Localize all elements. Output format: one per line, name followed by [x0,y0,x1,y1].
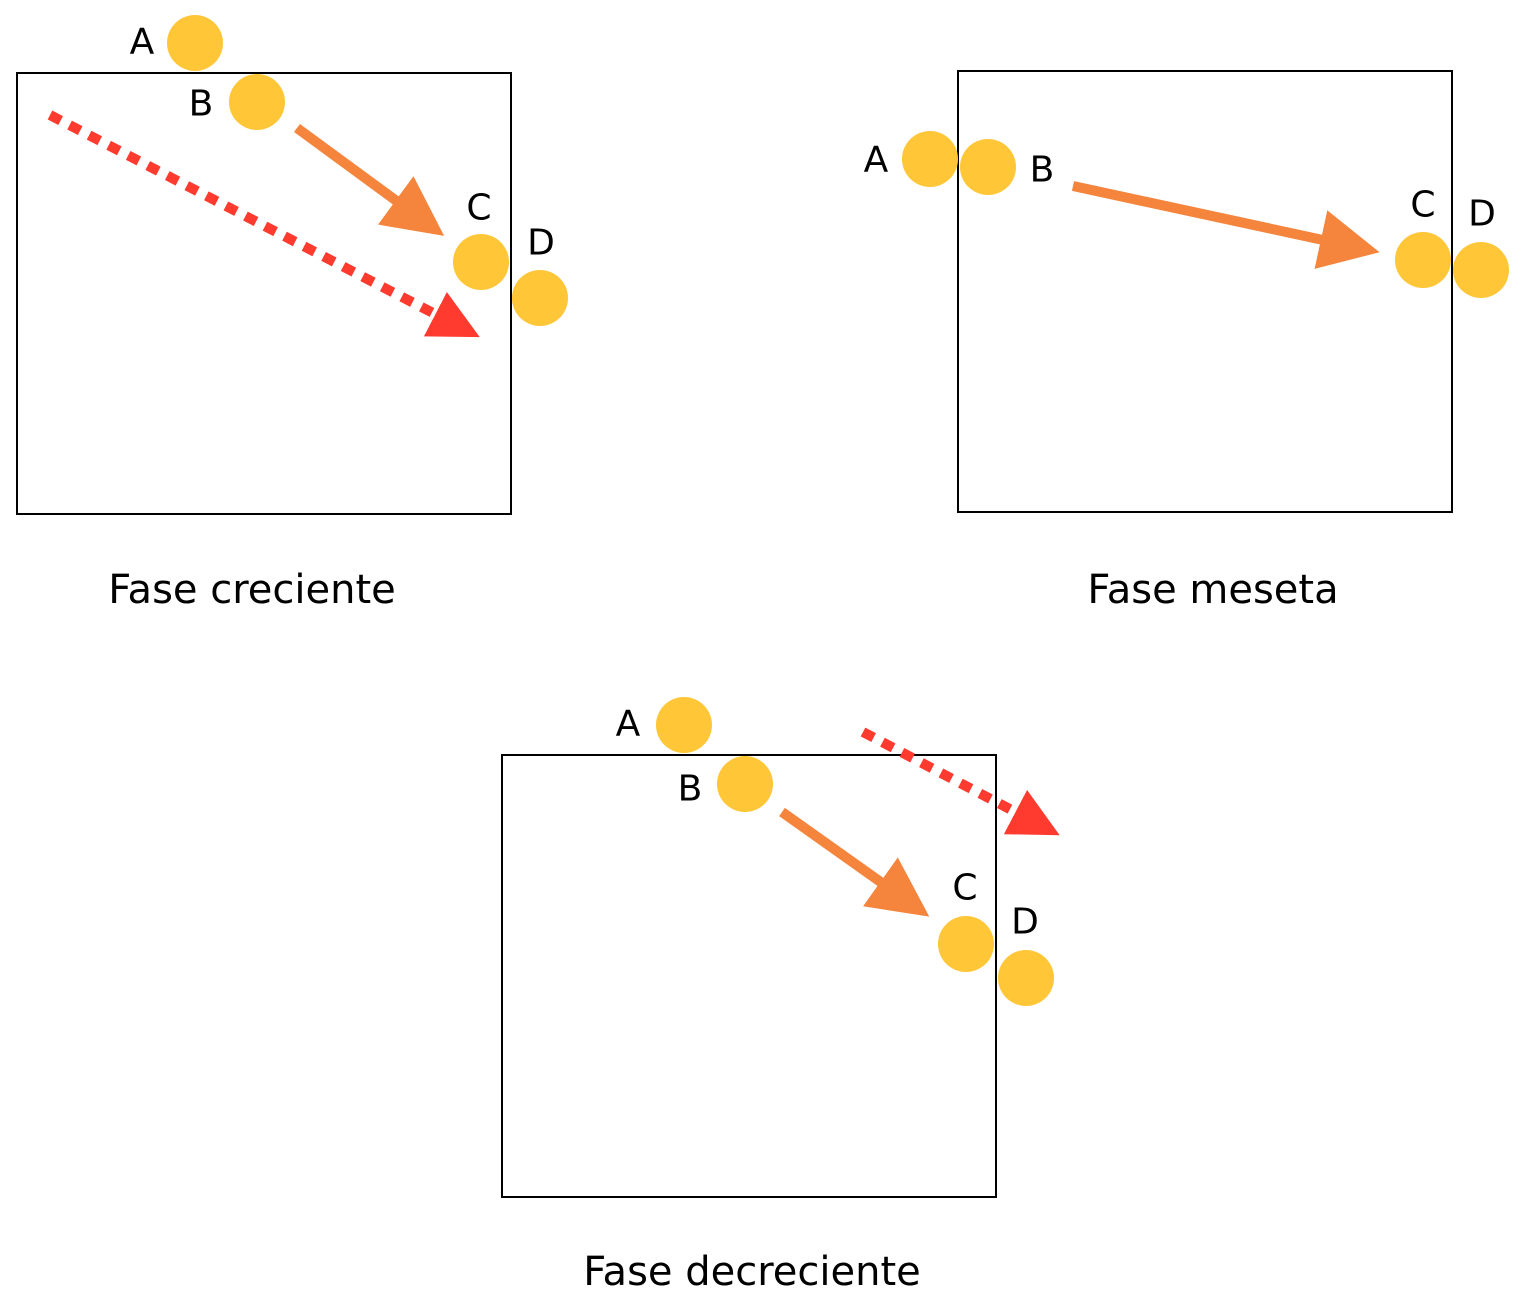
label-c: C [466,188,491,229]
panel-decreciente: A B C D Fase decreciente [501,697,1060,1295]
frame [16,72,512,515]
frame [501,754,997,1198]
ball-b [717,756,773,812]
label-b: B [678,769,703,810]
ball-a [902,131,958,187]
caption: Fase decreciente [583,1249,921,1295]
ball-c [453,234,509,290]
caption: Fase creciente [108,567,396,613]
ball-a [656,697,712,753]
trajectory-arrow [294,123,445,236]
label-d: D [1011,902,1039,943]
dotted-projection-arrow [860,727,1060,836]
label-d: D [527,223,555,264]
label-d: D [1468,194,1496,235]
ball-d [998,950,1054,1006]
ball-b [960,139,1016,195]
trajectory-arrow [779,807,930,917]
label-a: A [864,140,889,181]
label-c: C [1410,185,1435,226]
ball-c [1395,232,1451,288]
label-c: C [952,868,977,909]
trajectory-arrow [1071,181,1380,269]
panel-meseta: A B C D Fase meseta [864,70,1509,613]
ball-b [229,74,285,130]
ball-c [938,916,994,972]
label-a: A [616,704,641,745]
ball-d [1453,242,1509,298]
caption: Fase meseta [1087,567,1338,613]
label-b: B [1030,150,1055,191]
ball-d [512,270,568,326]
panel-creciente: A B C D Fase creciente [16,15,568,613]
label-a: A [130,22,155,63]
dotted-projection-arrow [47,110,480,338]
ball-a [167,15,223,71]
label-b: B [189,84,214,125]
frame [957,70,1453,513]
